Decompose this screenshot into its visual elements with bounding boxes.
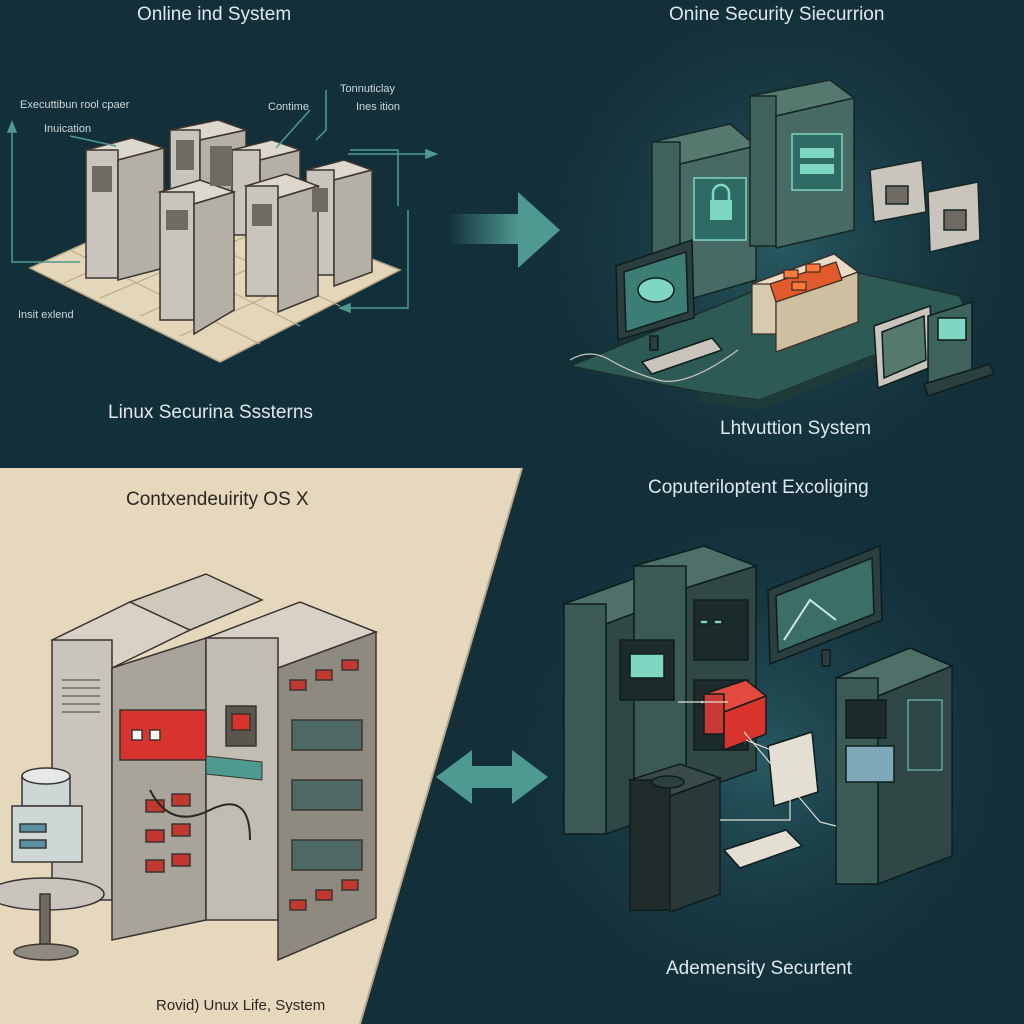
- panel-title-bottom-right: Coputeriloptent Excoliging: [648, 477, 869, 498]
- glow-top-right: [510, 0, 1024, 510]
- flow-arrow-right: [448, 192, 560, 268]
- panel-caption-top-left: Linux Securina Sssterns: [108, 402, 313, 423]
- panel-divider: [359, 467, 523, 1024]
- annotation-label: Contime: [268, 101, 309, 113]
- large-server-rack: [50, 573, 379, 962]
- rack-panels: [92, 140, 328, 230]
- cable: [569, 349, 739, 383]
- workstation-monitor: [615, 238, 724, 375]
- padlock-monitors: [869, 159, 981, 253]
- exchange-illustration: [562, 544, 954, 914]
- firewall-wall: [750, 253, 860, 353]
- tray: [205, 755, 263, 781]
- server-room-illustration: [6, 90, 439, 363]
- panel-title-top-right: Onine Security Siecurrion: [669, 4, 885, 25]
- flow-arrow-bidirectional: [436, 750, 548, 804]
- annotation-lines: [6, 90, 439, 314]
- panel-title-top-left: Online ind System: [137, 4, 292, 25]
- panel-caption-bottom-right: Ademensity Securtent: [666, 958, 852, 979]
- annotation-label: Ines ition: [356, 101, 401, 113]
- pedestal-device: [0, 767, 105, 961]
- right-workstations: [873, 300, 995, 397]
- panel-title-bottom-left: Contxendeuirity OS X: [126, 489, 309, 510]
- panel-caption-top-right: Lhtvuttion System: [720, 418, 872, 439]
- cable-bundle: [149, 789, 251, 841]
- annotation-label: Insit exlend: [18, 309, 74, 321]
- annotation-label: Inuication: [44, 123, 92, 135]
- lock-screens: [693, 133, 843, 241]
- security-hub-illustration: [567, 79, 995, 410]
- annotation-label: Executtibun rool cpaer: [20, 99, 130, 111]
- annotation-label: Tonnuticlay: [340, 83, 396, 95]
- panel-caption-bottom-left: Rovid) Unux Life, System: [156, 997, 326, 1014]
